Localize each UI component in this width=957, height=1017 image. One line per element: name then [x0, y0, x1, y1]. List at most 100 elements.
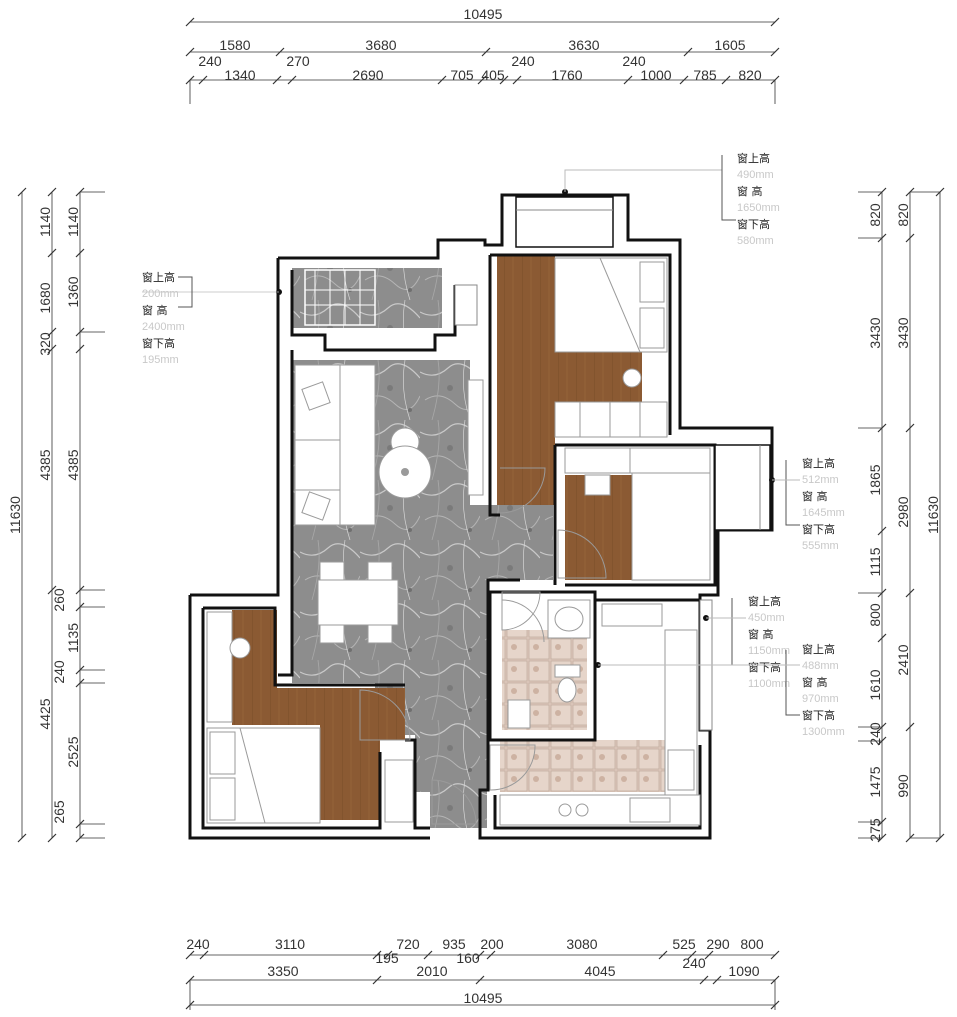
top-row1-ticks: [185, 47, 780, 57]
window-note-3: 窗上高 512mm 窗 高 1645mm 窗下高 555mm: [769, 456, 845, 552]
left-outer-1: 1680: [37, 282, 53, 313]
note5-label-1: 窗 高: [802, 675, 828, 689]
note5-val-0: 488mm: [802, 660, 839, 672]
window-note-5: 窗上高 488mm 窗 高 970mm 窗下高 1300mm: [595, 642, 845, 738]
top-row2b-5: 1000: [640, 67, 671, 83]
note4-label-2: 窗下高: [748, 660, 781, 674]
bottom-row1-2: 720: [396, 936, 420, 952]
top-row2b-3: 405: [481, 67, 505, 83]
third-bed: [206, 611, 414, 824]
right-inner-4: 990: [895, 774, 911, 798]
drying-rack: [304, 269, 376, 326]
left-inner-1: 1360: [65, 276, 81, 307]
note3-label-1: 窗 高: [802, 489, 828, 503]
left-outer-3: 4425: [37, 698, 53, 729]
bathroom-fixtures: [501, 599, 591, 729]
right-outer-6: 240: [867, 722, 883, 746]
top-row2a-3: 240: [622, 53, 646, 69]
inner-wall-bed3-bottom: [201, 608, 382, 830]
top-row2a-0: 240: [198, 53, 222, 69]
left-outer-small-0: 320: [37, 332, 53, 356]
top-row1-1: 3680: [365, 37, 396, 53]
note4-val-1: 1150mm: [748, 645, 790, 657]
note1-label-0: 窗上高: [142, 270, 175, 284]
bottom-row2-1: 2010: [416, 963, 447, 979]
right-outer-0: 820: [867, 203, 883, 227]
right-inner-2: 2980: [895, 496, 911, 527]
note5-val-2: 1300mm: [802, 726, 845, 738]
left-inner-6: 265: [51, 800, 67, 824]
balcony-floor: [292, 268, 442, 328]
master-bed: [554, 257, 668, 438]
note2-val-0: 490mm: [737, 169, 774, 181]
top-row1-0: 1580: [219, 37, 250, 53]
right-inner-1: 3430: [895, 317, 911, 348]
note2-label-1: 窗 高: [737, 184, 763, 198]
bottom-row1-6: 525: [672, 936, 696, 952]
top-total-label: 10495: [464, 6, 503, 22]
bottom-row1-4: 200: [480, 936, 504, 952]
kitchen-fixtures: [499, 603, 701, 826]
top-row1-3: 1605: [714, 37, 745, 53]
left-inner-2: 4385: [65, 449, 81, 480]
top-dimensions: 10495 1580 3680 3630 1605: [185, 6, 780, 104]
note3-val-0: 512mm: [802, 474, 839, 486]
bottom-row2-4: 1090: [728, 963, 759, 979]
note3-label-2: 窗下高: [802, 522, 835, 536]
top-row2b-6: 785: [693, 67, 717, 83]
note2-label-2: 窗下高: [737, 217, 770, 231]
bottom-row1b-1: 160: [456, 950, 480, 966]
second-bedroom-floor: [565, 475, 632, 580]
right-outer-2: 1865: [867, 464, 883, 495]
windows: [454, 196, 771, 731]
right-inner-3: 2410: [895, 644, 911, 675]
top-row2b-7: 820: [738, 67, 762, 83]
top-row2b-2: 705: [450, 67, 474, 83]
bottom-row1b-0: 195: [375, 950, 399, 966]
inner-wall-living-left: [278, 350, 294, 677]
bottom-row2-2: 4045: [584, 963, 615, 979]
note1-val-0: 200mm: [142, 288, 179, 300]
top-row2a-2: 240: [511, 53, 535, 69]
right-outer-1: 3430: [867, 317, 883, 348]
left-inner-3: 1135: [65, 623, 81, 653]
right-total-label: 11630: [925, 496, 941, 534]
bottom-row1-1: 3110: [275, 936, 305, 952]
right-outer-3: 1115: [867, 547, 883, 576]
window-note-2: 窗上高 490mm 窗 高 1650mm 窗下高 580mm: [562, 151, 780, 247]
bottom-row1-3: 935: [442, 936, 466, 952]
left-inner-5: 2525: [65, 736, 81, 767]
right-inner-0: 820: [895, 203, 911, 227]
bottom-row1-5: 3080: [566, 936, 597, 952]
note5-label-2: 窗下高: [802, 708, 835, 722]
note2-label-0: 窗上高: [737, 151, 770, 165]
left-outer-small-1: 260: [51, 588, 67, 612]
right-outer-7: 1475: [867, 766, 883, 797]
note4-val-0: 450mm: [748, 612, 785, 624]
walls: [188, 193, 774, 840]
note4-label-1: 窗 高: [748, 627, 774, 641]
left-inner-4: 240: [51, 660, 67, 684]
top-row2-ticks: [185, 75, 780, 85]
left-total-label: 11630: [7, 496, 23, 534]
top-row2a-1: 270: [286, 53, 310, 69]
note3-val-2: 555mm: [802, 540, 839, 552]
top-row1-2: 3630: [568, 37, 599, 53]
inner-wall-master: [488, 255, 500, 517]
note5-label-0: 窗上高: [802, 642, 835, 656]
note5-val-1: 970mm: [802, 693, 839, 705]
note1-val-1: 2400mm: [142, 321, 185, 333]
bottom-row1-7: 290: [706, 936, 730, 952]
note3-label-0: 窗上高: [802, 456, 835, 470]
dining-table: [317, 561, 399, 644]
inner-wall-balcony: [290, 270, 457, 352]
right-outer-5: 1610: [867, 669, 883, 700]
left-outer-2: 4385: [37, 449, 53, 480]
inner-wall-bath: [488, 590, 597, 742]
door-swings: [359, 467, 607, 825]
left-dimensions: 11630 1140 1680 4385 4425 320 260: [7, 187, 105, 843]
window-note-4: 窗上高 450mm 窗 高 1150mm 窗下高 1100mm: [703, 594, 790, 690]
bottom-row2-3: 240: [682, 955, 706, 971]
right-outer-4: 800: [867, 603, 883, 627]
